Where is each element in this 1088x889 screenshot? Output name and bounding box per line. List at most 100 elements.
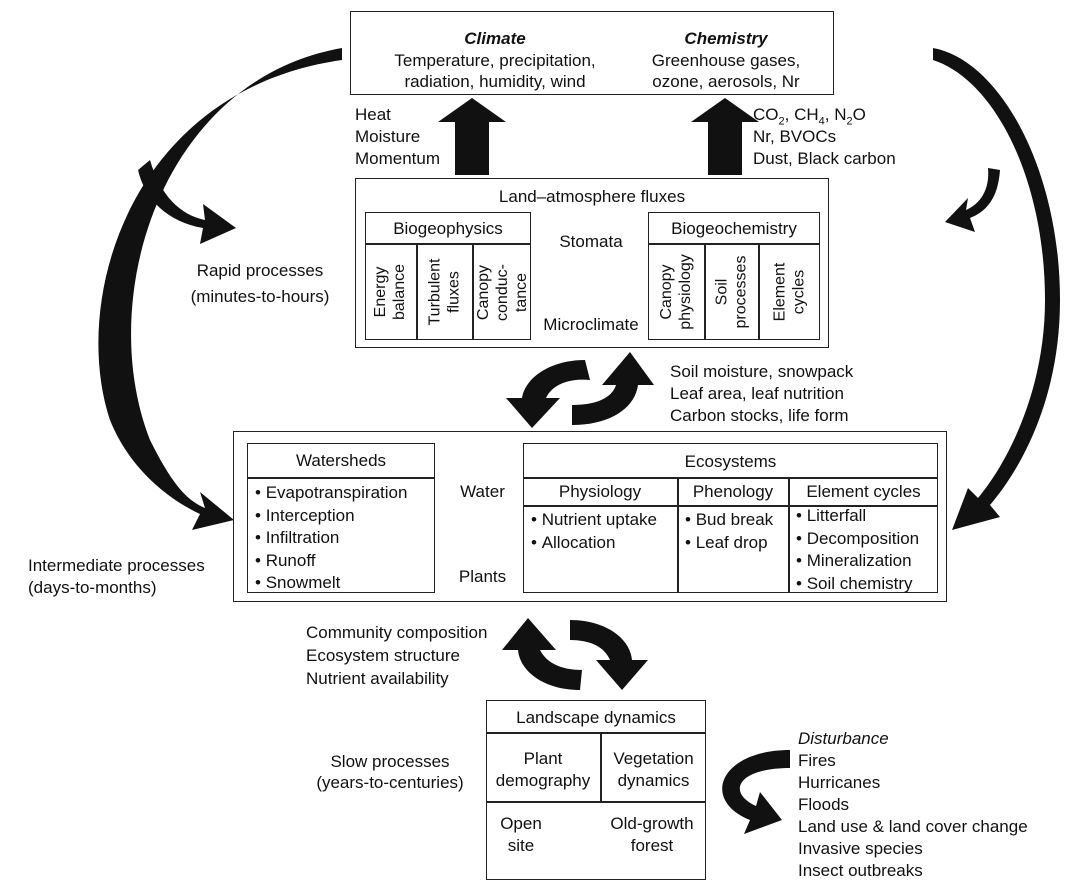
watershed-item: Snowmelt	[255, 572, 407, 595]
watersheds-list: Evapotranspiration Interception Infiltra…	[255, 482, 408, 595]
element-cycles-item: Soil chemistry	[796, 573, 919, 596]
disturbance-title: Disturbance	[798, 729, 889, 748]
community-composition: Community composition	[306, 623, 488, 642]
land-atmosphere-title: Land–atmosphere fluxes	[498, 187, 686, 206]
left-outer-arrow	[98, 48, 342, 530]
climate-title: Climate	[464, 29, 526, 48]
state-carbon-stocks: Carbon stocks, life form	[670, 406, 849, 425]
phenology-item: Leaf drop	[685, 532, 773, 555]
right-outer-arrow	[933, 48, 1060, 530]
intermediate-processes-time: (days-to-months)	[28, 578, 157, 597]
biogeophysics-title: Biogeophysics	[393, 219, 503, 238]
cycle-arrow-up-lower	[502, 618, 582, 690]
landscape-col-line	[600, 732, 602, 802]
vegetation-dynamics-line-1: Vegetation	[613, 749, 694, 768]
plant-demography-line-2: demography	[495, 771, 591, 790]
chemistry-line-2: ozone, aerosols, Nr	[652, 72, 800, 91]
phenology-list: Bud break Leaf drop	[685, 509, 774, 555]
plants-label: Plants	[458, 567, 507, 586]
element-cycles-item: Decomposition	[796, 528, 919, 551]
watershed-item: Runoff	[255, 550, 407, 573]
atmosphere-box	[350, 11, 834, 95]
stomata-label: Stomata	[559, 232, 623, 251]
climate-line-2: radiation, humidity, wind	[404, 72, 586, 91]
ecosystems-col-line-1	[677, 477, 679, 593]
biogeochemistry-col-line-2	[758, 243, 760, 340]
flux-greenhouse-gases: CO2, CH4, N2O	[753, 105, 866, 128]
chemistry-line-1: Greenhouse gases,	[651, 51, 801, 70]
flux-momentum: Momentum	[355, 149, 441, 168]
phenology-title: Phenology	[692, 482, 774, 501]
old-growth-line-2: forest	[630, 836, 674, 855]
element-cycles-item: Mineralization	[796, 550, 919, 573]
watershed-item: Interception	[255, 505, 407, 528]
biogeochemistry-col-line-1	[704, 243, 706, 340]
state-leaf-area: Leaf area, leaf nutrition	[670, 384, 844, 403]
phenology-item: Bud break	[685, 509, 774, 532]
ecosystems-col-line-2	[788, 477, 790, 593]
slow-processes-time: (years-to-centuries)	[316, 773, 464, 792]
watershed-item: Evapotranspiration	[255, 482, 408, 505]
state-soil-moisture: Soil moisture, snowpack	[670, 362, 854, 381]
element-cycles-list: Litterfall Decomposition Mineralization …	[796, 505, 919, 595]
physiology-list: Nutrient uptake Allocation	[531, 509, 657, 554]
disturbance-item: Invasive species	[798, 839, 923, 858]
biogeophysics-divider	[365, 243, 531, 245]
slow-processes-label: Slow processes	[330, 752, 450, 771]
right-rapid-branch	[945, 168, 1000, 232]
open-site-line-2: site	[507, 836, 535, 855]
flux-nr-bvocs: Nr, BVOCs	[753, 127, 837, 146]
microclimate-label: Microclimate	[543, 315, 639, 334]
plant-demography-line-1: Plant	[523, 749, 563, 768]
up-arrow-chemical	[691, 98, 759, 175]
landscape-divider-top	[486, 732, 706, 734]
flux-dust: Dust, Black carbon	[753, 149, 896, 168]
cycle-arrow-down-lower	[570, 620, 648, 690]
ecosystem-structure: Ecosystem structure	[306, 646, 460, 665]
flux-moisture: Moisture	[355, 127, 421, 146]
physiology-item: Allocation	[531, 532, 657, 555]
flux-heat: Heat	[355, 105, 391, 124]
cycle-arrow-down	[506, 360, 590, 428]
vegetation-dynamics-line-2: dynamics	[617, 771, 690, 790]
climate-line-1: Temperature, precipitation,	[394, 51, 596, 70]
left-rapid-branch	[138, 160, 236, 244]
nutrient-availability: Nutrient availability	[306, 669, 449, 688]
intermediate-processes-label: Intermediate processes	[28, 556, 205, 575]
landscape-divider-mid	[486, 801, 706, 803]
cycle-arrow-up	[572, 352, 654, 425]
disturbance-item: Land use & land cover change	[798, 817, 1028, 836]
disturbance-item: Fires	[798, 751, 836, 770]
old-growth-line-1: Old-growth	[610, 814, 694, 833]
up-arrow-physical	[438, 98, 506, 175]
element-cycles-item: Litterfall	[796, 505, 919, 528]
disturbance-item: Hurricanes	[798, 773, 881, 792]
watersheds-title: Watersheds	[295, 451, 387, 470]
ecosystems-subheader-divider	[523, 505, 938, 507]
water-label: Water	[460, 482, 505, 501]
disturbance-arrow	[722, 750, 790, 834]
biogeophysics-col-line-2	[472, 243, 474, 340]
biogeochemistry-box	[648, 212, 820, 340]
biogeochemistry-title: Biogeochemistry	[671, 219, 797, 238]
watershed-item: Infiltration	[255, 527, 407, 550]
physiology-title: Physiology	[558, 482, 642, 501]
open-site-line-1: Open	[500, 814, 542, 833]
chemistry-title: Chemistry	[684, 29, 768, 48]
biogeophysics-box	[365, 212, 531, 340]
rapid-processes-time: (minutes-to-hours)	[190, 287, 330, 306]
rapid-processes-label: Rapid processes	[196, 261, 324, 280]
ecosystems-divider	[523, 477, 938, 479]
disturbance-item: Floods	[798, 795, 850, 814]
landscape-box	[486, 700, 706, 880]
biogeochemistry-divider	[648, 243, 820, 245]
disturbance-item: Insect outbreaks	[798, 861, 923, 880]
biogeophysics-col-line-1	[416, 243, 418, 340]
disturbance-list: Fires Hurricanes Floods Land use & land …	[798, 750, 1028, 882]
